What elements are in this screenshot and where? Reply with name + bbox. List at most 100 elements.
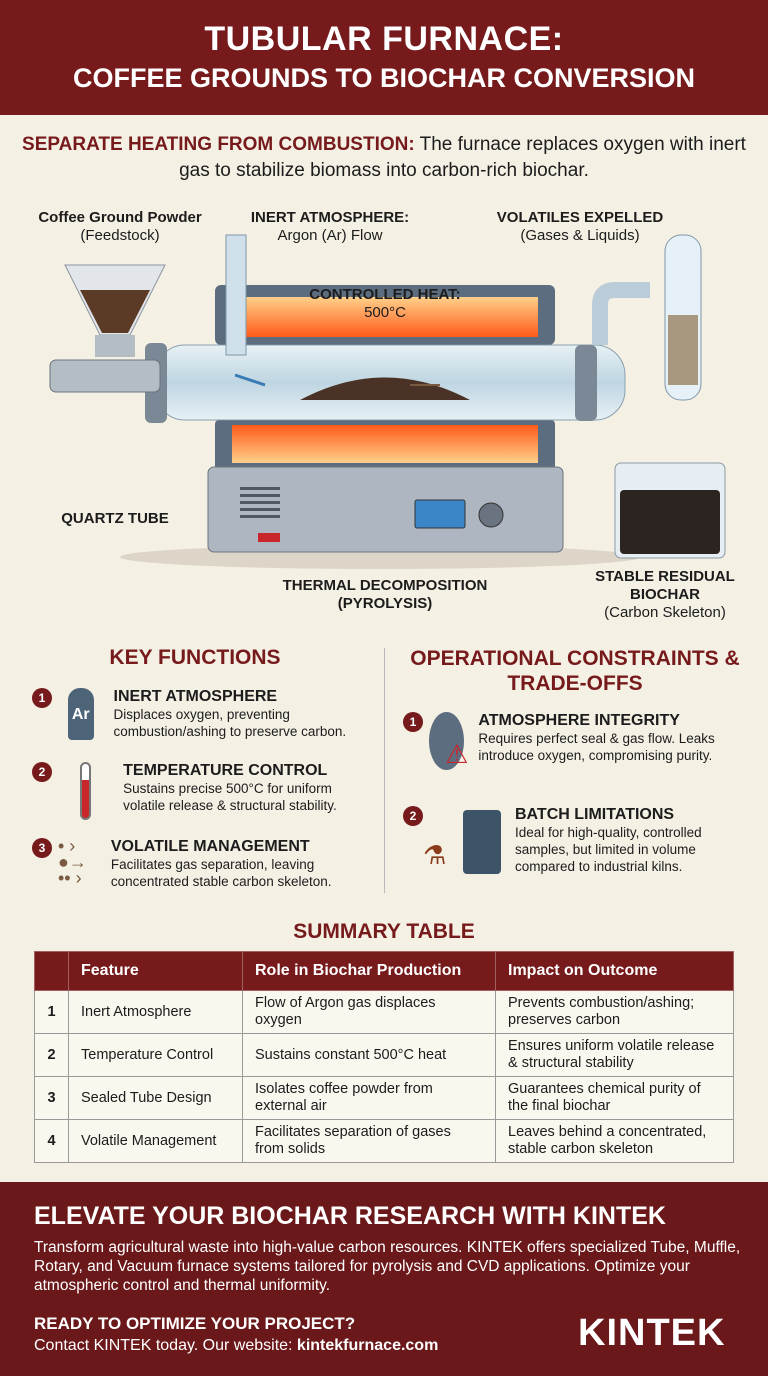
- intro-lead: SEPARATE HEATING FROM COMBUSTION:: [22, 134, 415, 155]
- footer-body: Transform agricultural waste into high-v…: [34, 1239, 741, 1294]
- heat-sub: 500°C: [364, 304, 406, 321]
- number-badge: 1: [32, 688, 52, 708]
- intro-body: The furnace replaces oxygen with inert g…: [179, 134, 746, 181]
- constraint-1: 1 ⚠ ATMOSPHERE INTEGRITY Requires perfect…: [403, 712, 758, 770]
- biochar-sub: (Carbon Skeleton): [604, 604, 726, 621]
- label-quartz-tube: QUARTZ TUBE: [45, 510, 185, 528]
- cell-role: Flow of Argon gas displaces oxygen: [242, 990, 496, 1034]
- label-inert-atmosphere: INERT ATMOSPHERE:Argon (Ar) Flow: [240, 209, 420, 245]
- col-header-impact: Impact on Outcome: [495, 951, 734, 991]
- number-badge: 3: [32, 838, 52, 858]
- condenser: [592, 234, 702, 401]
- constraints-title: OPERATIONAL CONSTRAINTS & TRADE-OFFS: [410, 647, 740, 695]
- cell-role: Facilitates separation of gases from sol…: [242, 1119, 496, 1163]
- thermometer-icon: [80, 762, 92, 820]
- col-header-number: [34, 951, 69, 991]
- item-desc: Requires perfect seal & gas flow. Leaks …: [478, 731, 715, 763]
- item-title: ATMOSPHERE INTEGRITY: [478, 712, 680, 729]
- cell-number: 2: [34, 1033, 69, 1077]
- cell-role: Isolates coffee powder from external air: [242, 1076, 496, 1120]
- quartz-tube: [145, 343, 626, 423]
- key-functions-title: KEY FUNCTIONS: [109, 646, 281, 669]
- heat-title: CONTROLLED HEAT:: [309, 286, 461, 303]
- pyrolysis-title: THERMAL DECOMPOSITION: [282, 577, 488, 594]
- item-title: INERT ATMOSPHERE: [113, 688, 278, 705]
- number-badge: 1: [403, 712, 423, 732]
- item-desc: Sustains precise 500°C for uniform volat…: [123, 781, 337, 813]
- cell-feature: Volatile Management: [68, 1119, 243, 1163]
- label-pyrolysis: THERMAL DECOMPOSITION(PYROLYSIS): [255, 577, 515, 613]
- item-title: TEMPERATURE CONTROL: [123, 762, 328, 779]
- cell-number: 4: [34, 1119, 69, 1163]
- contact-text: Contact KINTEK today. Our website:: [34, 1337, 297, 1354]
- col-header-role: Role in Biochar Production: [242, 951, 496, 991]
- barrel-icon: [463, 810, 501, 874]
- title-line-2: COFFEE GROUNDS TO BIOCHAR CONVERSION: [72, 63, 696, 93]
- column-divider: [384, 648, 385, 893]
- kintek-logo: KINTEK: [578, 1312, 726, 1354]
- argon-symbol: Ar: [71, 706, 90, 723]
- cell-impact: Prevents combustion/ashing; preserves ca…: [495, 990, 734, 1034]
- col-header-feature: Feature: [68, 951, 243, 991]
- item-desc: Ideal for high-quality, controlled sampl…: [515, 825, 702, 874]
- header-banner: TUBULAR FURNACE: COFFEE GROUNDS TO BIOCH…: [0, 0, 768, 115]
- footer-title: ELEVATE YOUR BIOCHAR RESEARCH WITH KINTE…: [34, 1202, 666, 1230]
- label-volatiles: VOLATILES EXPELLED(Gases & Liquids): [480, 209, 680, 245]
- argon-inlet-pipe: [225, 234, 247, 356]
- gas-cylinder-icon: Ar: [68, 688, 94, 740]
- cell-number: 1: [34, 990, 69, 1034]
- particles-arrows-icon: • ›●→•• ›: [58, 836, 87, 888]
- flask-barrel-icon: ⚗: [423, 806, 503, 876]
- cell-impact: Ensures uniform volatile release & struc…: [495, 1033, 734, 1077]
- constraint-2: 2 ⚗ BATCH LIMITATIONS Ideal for high-qual…: [403, 806, 758, 876]
- cell-feature: Sealed Tube Design: [68, 1076, 243, 1120]
- broken-seal-warning-icon: ⚠: [429, 712, 468, 770]
- cell-number: 3: [34, 1076, 69, 1120]
- cell-feature: Temperature Control: [68, 1033, 243, 1077]
- furnace-body: [207, 285, 564, 553]
- summary-title: SUMMARY TABLE: [293, 920, 475, 943]
- label-controlled-heat: CONTROLLED HEAT:500°C: [290, 286, 480, 322]
- pyrolysis-sub: (PYROLYSIS): [337, 595, 433, 612]
- volatiles-sub: (Gases & Liquids): [520, 227, 640, 244]
- inert-sub: Argon (Ar) Flow: [277, 227, 383, 244]
- volatiles-title: VOLATILES EXPELLED: [496, 209, 664, 226]
- item-desc: Facilitates gas separation, leaving conc…: [110, 857, 332, 889]
- coffee-pile: [300, 377, 470, 400]
- website-link[interactable]: kintekfurnace.com: [296, 1337, 439, 1354]
- key-function-3: 3 • ›●→•• › VOLATILE MANAGEMENT Facilitat…: [32, 836, 377, 890]
- item-title: VOLATILE MANAGEMENT: [110, 838, 310, 855]
- biochar-beaker: [614, 462, 726, 559]
- furnace-illustration: [49, 234, 726, 569]
- upper-heating-element: [232, 297, 538, 337]
- number-badge: 2: [32, 762, 52, 782]
- cell-impact: Leaves behind a concentrated, stable car…: [495, 1119, 734, 1163]
- key-function-1: 1 Ar INERT ATMOSPHERE Displaces oxygen, p…: [32, 688, 377, 740]
- inert-title: INERT ATMOSPHERE:: [250, 209, 410, 226]
- feedstock-title: Coffee Ground Powder: [38, 209, 202, 226]
- flask-icon: ⚗: [423, 840, 447, 870]
- feedstock-sub: (Feedstock): [80, 227, 160, 244]
- quartz-title: QUARTZ TUBE: [61, 510, 169, 527]
- biochar-title: STABLE RESIDUAL BIOCHAR: [595, 568, 735, 603]
- table-header-row: Feature Role in Biochar Production Impac…: [34, 951, 734, 991]
- item-title: BATCH LIMITATIONS: [515, 806, 675, 823]
- cell-impact: Guarantees chemical purity of the final …: [495, 1076, 734, 1120]
- number-badge: 2: [403, 806, 423, 826]
- lower-heating-element: [232, 425, 538, 463]
- hopper: [49, 264, 166, 393]
- item-desc: Displaces oxygen, preventing combustion/…: [113, 707, 347, 739]
- title-line-1: TUBULAR FURNACE:: [204, 20, 564, 58]
- cell-role: Sustains constant 500°C heat: [242, 1033, 496, 1077]
- summary-table: Feature Role in Biochar Production Impac…: [34, 951, 734, 1163]
- label-biochar: STABLE RESIDUAL BIOCHAR(Carbon Skeleton): [585, 568, 745, 622]
- cell-feature: Inert Atmosphere: [68, 990, 243, 1034]
- footer-contact: Contact KINTEK today. Our website: kinte…: [34, 1337, 438, 1355]
- footer-banner: ELEVATE YOUR BIOCHAR RESEARCH WITH KINTE…: [0, 1182, 768, 1376]
- intro-text: SEPARATE HEATING FROM COMBUSTION: The fu…: [20, 132, 748, 184]
- footer-cta: READY TO OPTIMIZE YOUR PROJECT?: [34, 1314, 356, 1333]
